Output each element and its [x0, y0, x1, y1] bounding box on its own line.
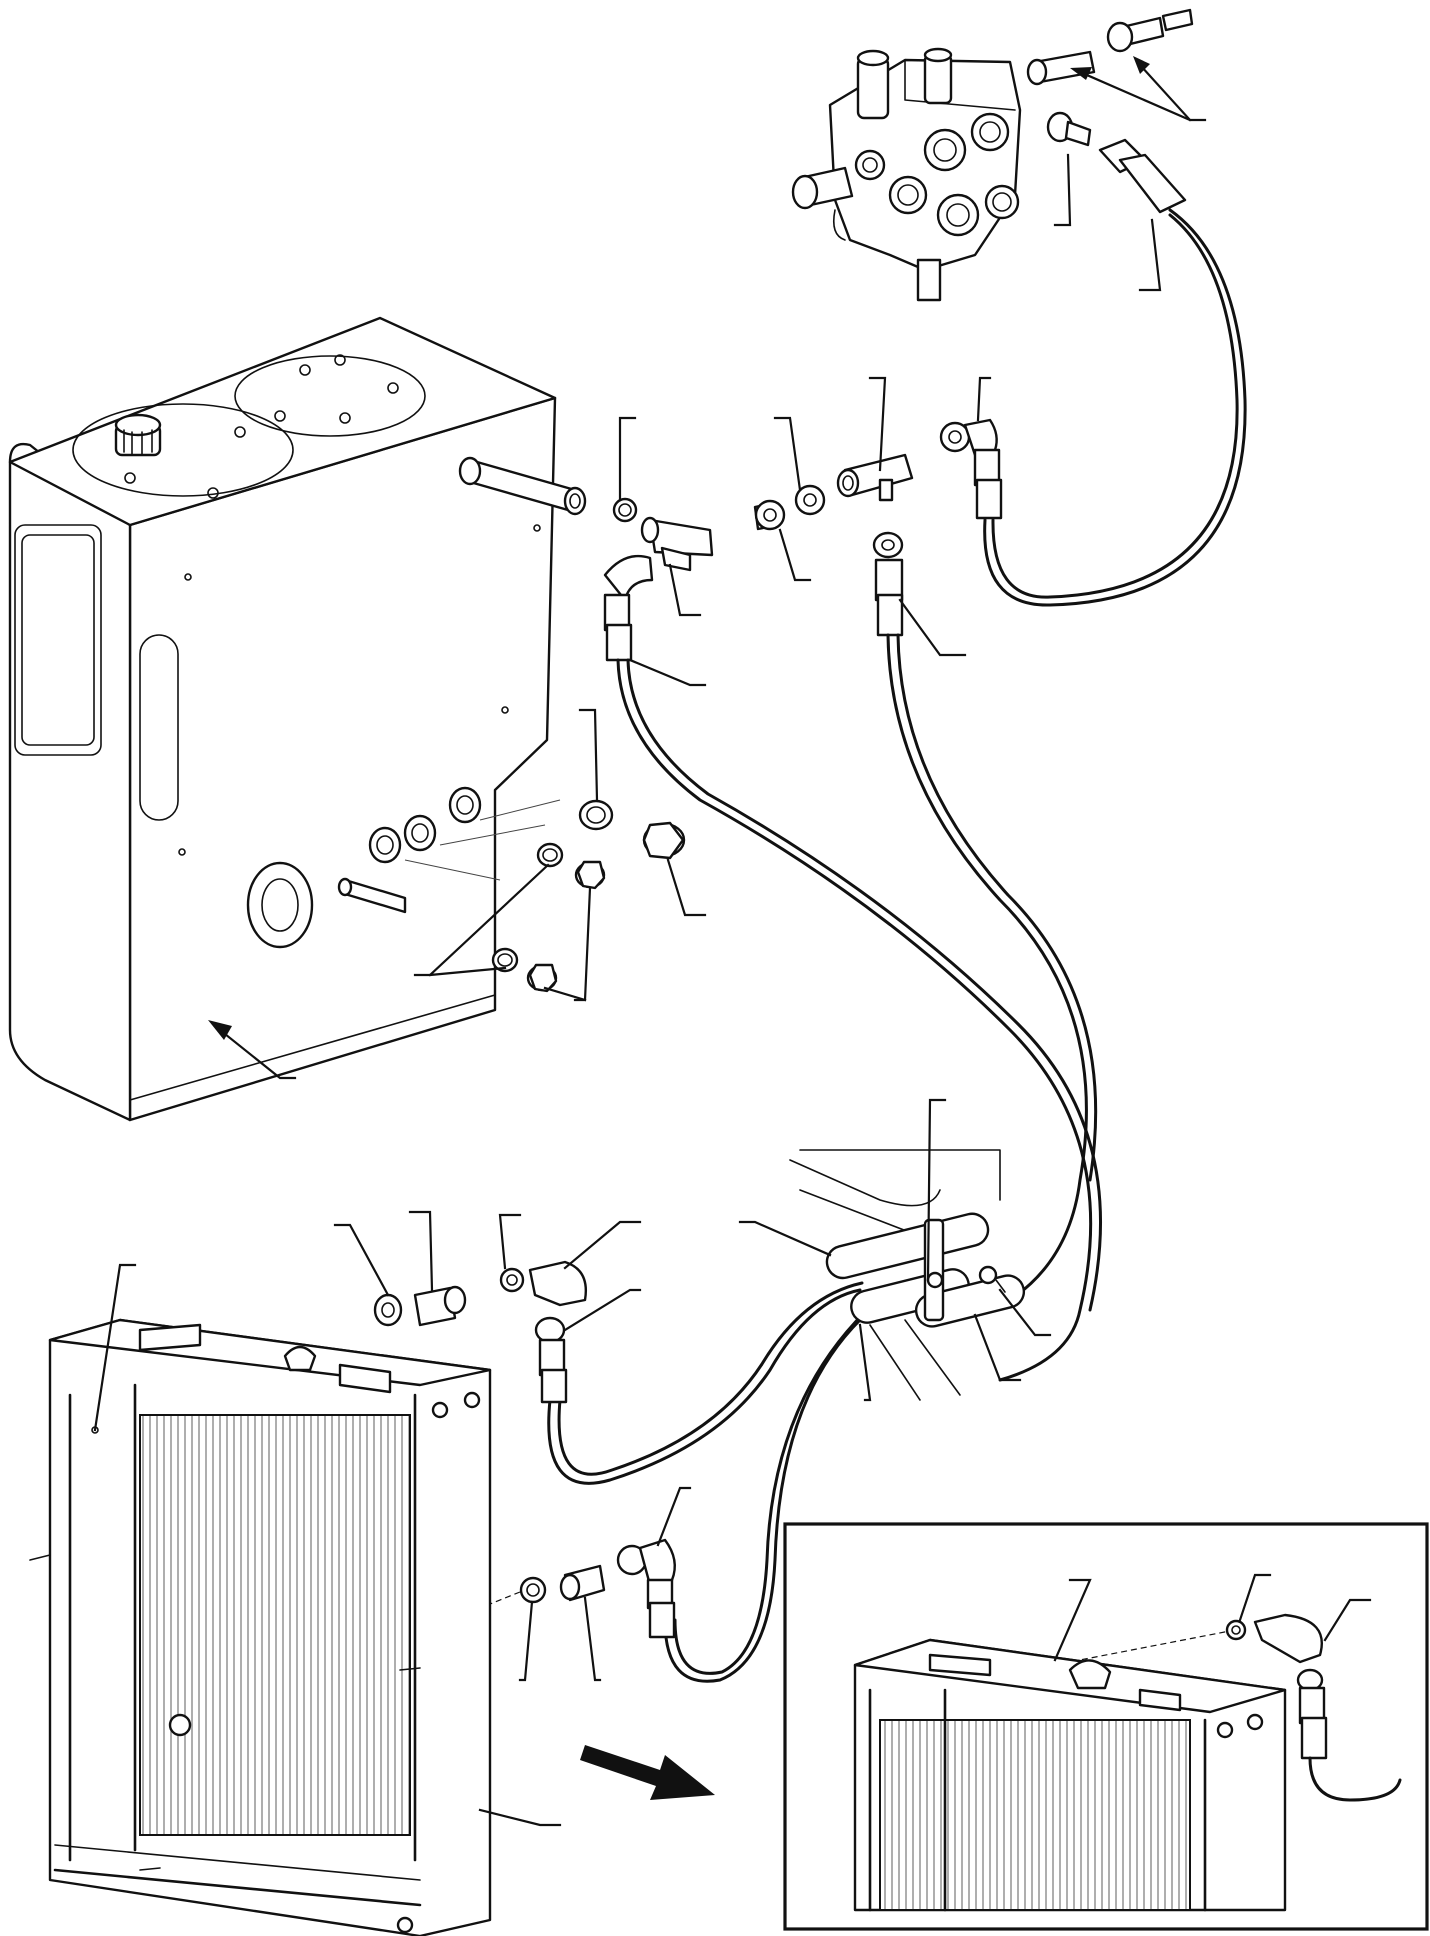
- valve-hose-fitting: [1046, 111, 1187, 214]
- oil-cooler-radiator: [29, 1318, 492, 1936]
- detail-inset: [783, 1522, 1429, 1931]
- upper-fittings-chain: [603, 418, 1003, 662]
- callout-leaders: [93, 56, 1372, 1827]
- cooler-upper-fittings: [373, 1260, 587, 1404]
- hydraulic-tank: [8, 316, 587, 1122]
- control-valve: [791, 8, 1194, 302]
- direction-arrow: [580, 1745, 715, 1800]
- tank-plugs-and-seals: [491, 799, 686, 993]
- hose-clamp-bracket: [789, 1149, 1026, 1401]
- valve-outlet-adapter: [1026, 8, 1194, 86]
- hydraulic-hoses: [547, 208, 1247, 1683]
